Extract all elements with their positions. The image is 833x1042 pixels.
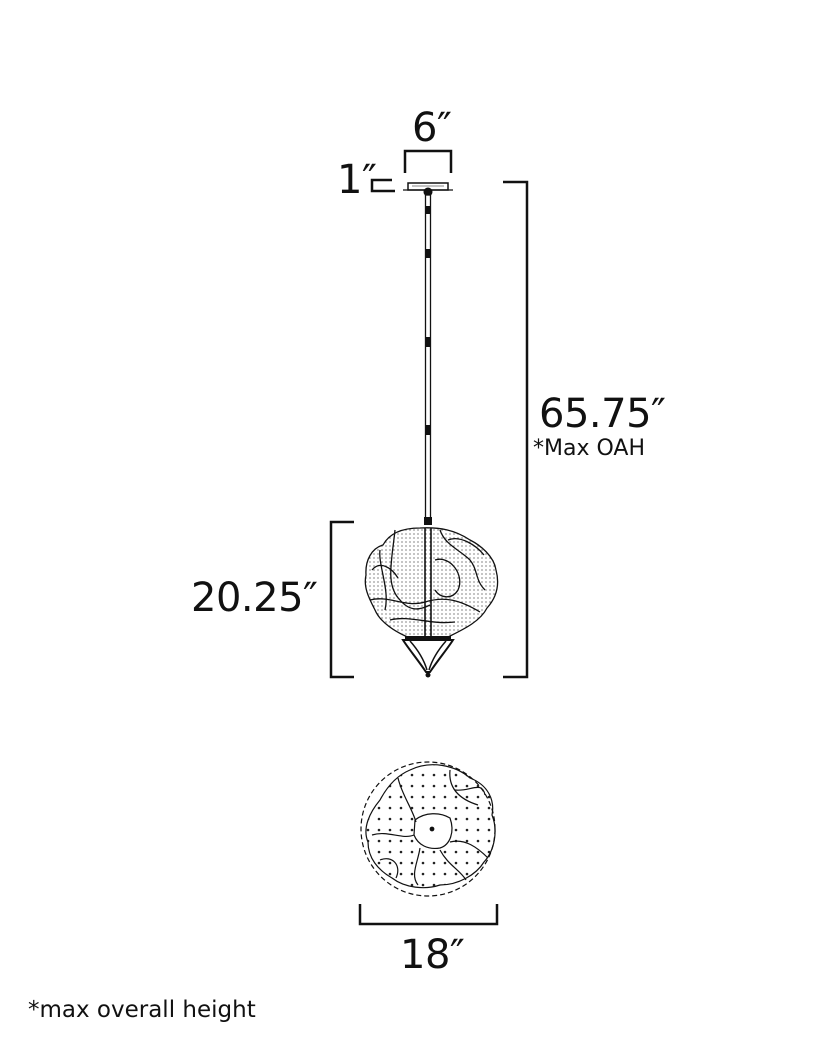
shade-diameter-bracket bbox=[358, 904, 499, 926]
overall-height-note: *Max OAH bbox=[533, 436, 645, 461]
pendant-rod bbox=[424, 194, 432, 525]
overall-height-label: 65.75″ bbox=[539, 391, 666, 437]
shade-side-view bbox=[364, 527, 499, 639]
canopy bbox=[403, 182, 453, 197]
shade-diameter-label: 18″ bbox=[400, 932, 465, 978]
overall-height-bracket bbox=[503, 180, 529, 679]
footnote: *max overall height bbox=[28, 997, 256, 1023]
canopy-height-mark bbox=[370, 178, 395, 193]
canopy-width-label: 6″ bbox=[412, 105, 452, 151]
shade-height-bracket bbox=[329, 520, 354, 679]
canopy-width-bracket bbox=[403, 149, 453, 173]
canopy-height-label: 1″ bbox=[337, 157, 377, 203]
shade-height-label: 20.25″ bbox=[191, 575, 318, 621]
shade-finial bbox=[401, 636, 455, 678]
shade-bottom-view bbox=[360, 761, 496, 897]
